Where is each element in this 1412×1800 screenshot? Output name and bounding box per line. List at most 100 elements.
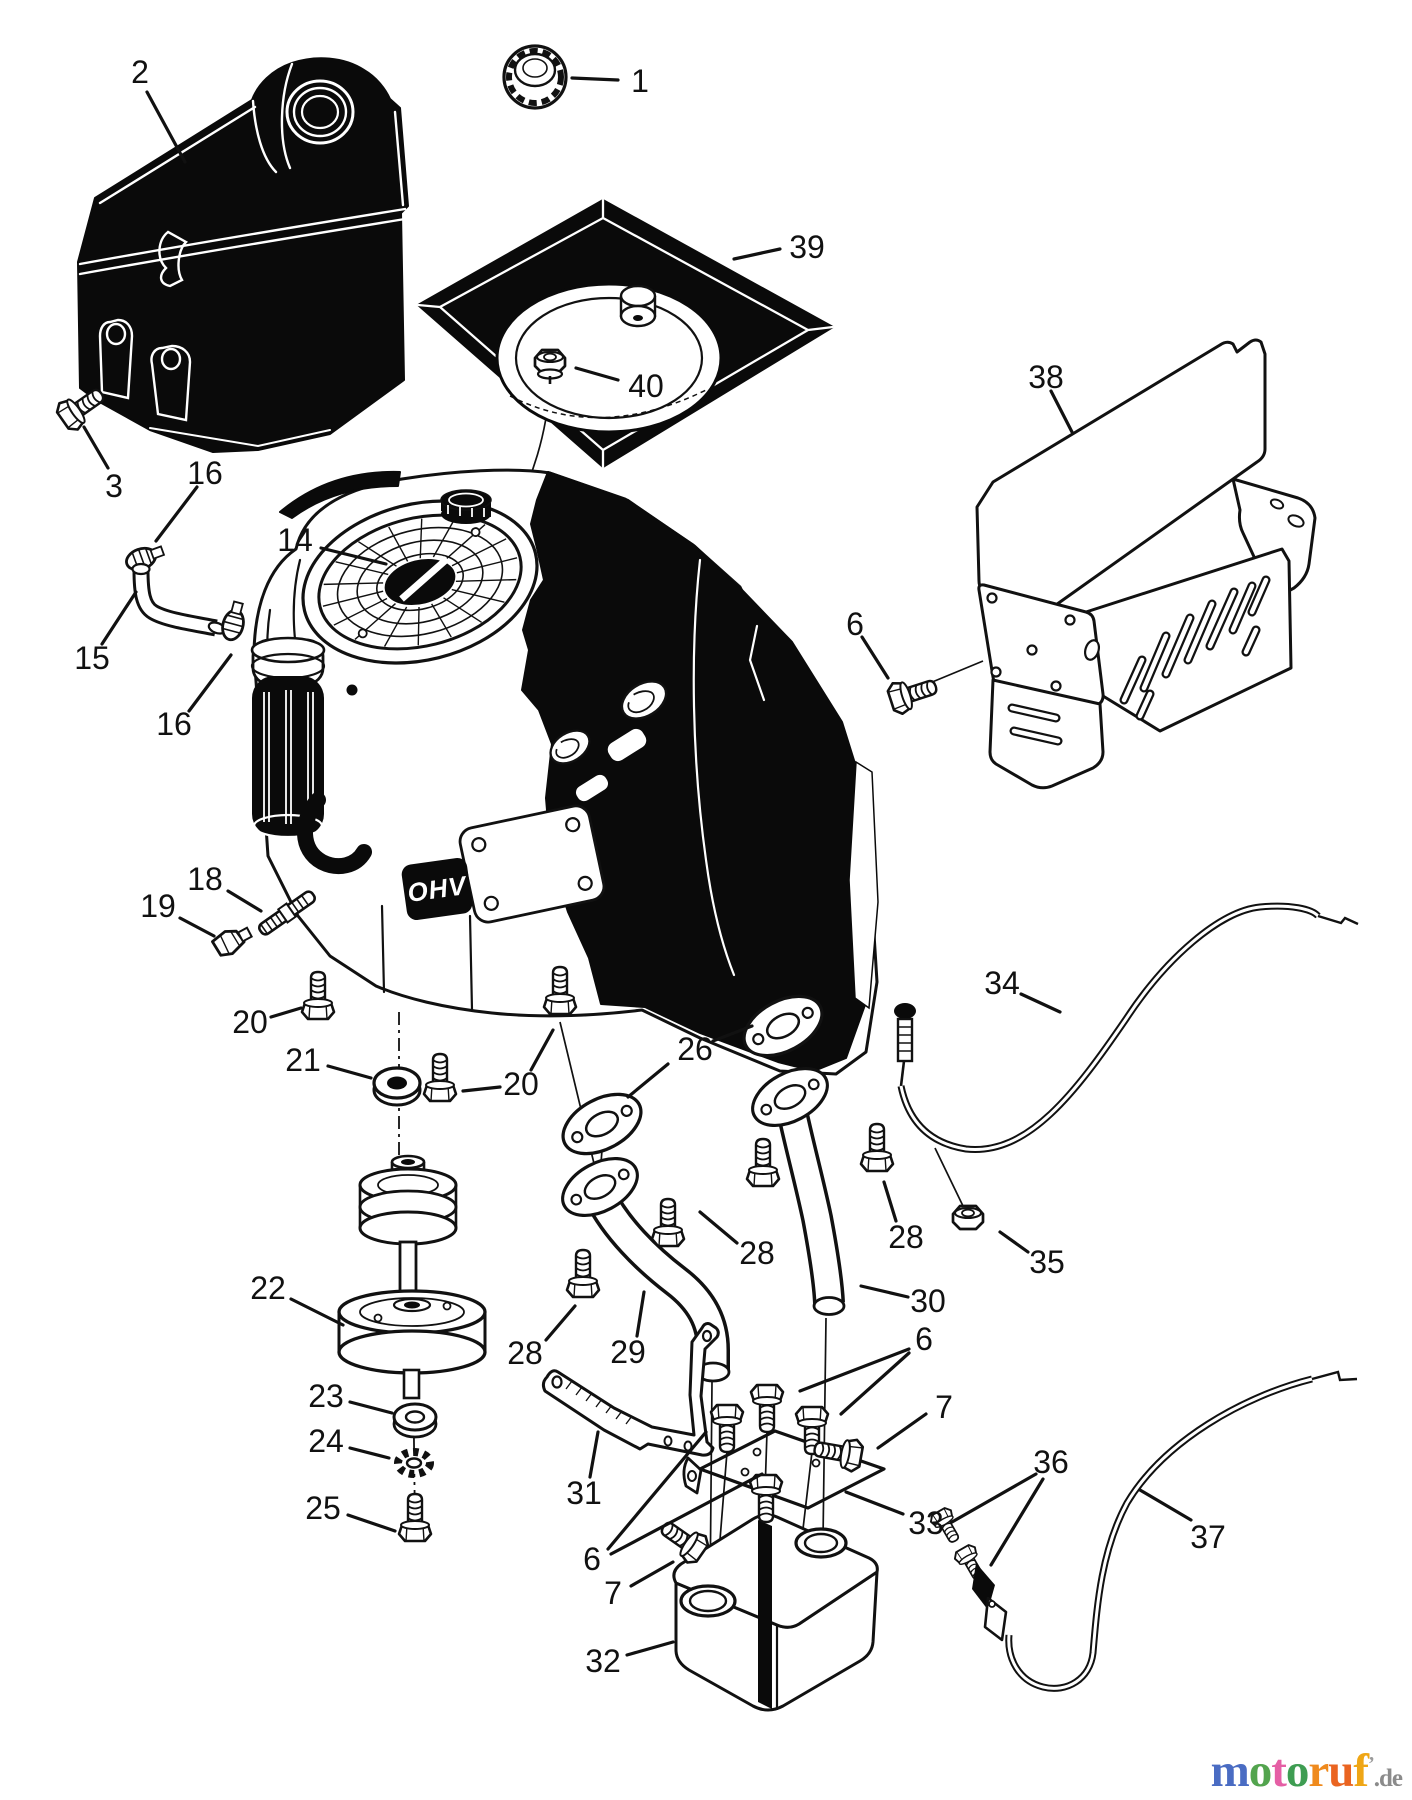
part-callout: 16: [156, 653, 233, 742]
callout-leader-line: [711, 1024, 754, 1043]
engine: OHV: [250, 468, 879, 1076]
engine-air-cleaner-cover: [521, 471, 879, 1072]
part-callout: 7: [604, 1560, 675, 1611]
part-number-label: 16: [187, 455, 223, 491]
callout-leader-line: [609, 1472, 764, 1556]
part-number-label: 19: [140, 888, 176, 924]
part-callout: 40: [574, 366, 664, 404]
part-number-label: 30: [910, 1283, 946, 1319]
part-callout: 26: [626, 1024, 754, 1099]
cylinder-bump: [620, 680, 668, 720]
part-number-label: 3: [105, 468, 123, 504]
callout-leader-line: [989, 1477, 1045, 1567]
callout-leader-line: [269, 1006, 303, 1019]
pulley-bolt: [397, 1492, 433, 1543]
part-callout: 37: [1138, 1488, 1226, 1555]
part-number-label: 15: [74, 640, 110, 676]
callout-leader-line: [348, 1400, 394, 1415]
breather-hose-group: [122, 540, 251, 644]
part-callout: 39: [732, 229, 825, 265]
callout-leader-line: [289, 1297, 345, 1327]
part-number-label: 14: [277, 522, 313, 558]
callout-leader-line: [570, 76, 620, 82]
callout-leader-line: [348, 1446, 391, 1460]
part-number-label: 29: [610, 1334, 646, 1370]
part-callout: 6: [846, 606, 890, 680]
pan-recess: [495, 282, 723, 434]
throttle-cable: [894, 902, 1359, 1153]
pulley-large: [337, 1289, 487, 1400]
muffler-strap: [758, 1520, 772, 1709]
crankshaft-pulleys: [337, 1154, 487, 1543]
part-number-label: 2: [131, 54, 149, 90]
part-number-label: 20: [232, 1004, 268, 1040]
part-number-label: 28: [888, 1219, 924, 1255]
part-number-label: 21: [285, 1042, 321, 1078]
exhaust-pipe-right: [741, 1055, 846, 1316]
part-callout: 33: [844, 1490, 944, 1541]
flat-washer: [392, 1402, 438, 1439]
callout-leader-line: [461, 1085, 502, 1093]
callout-leader-line: [544, 1304, 577, 1342]
engine-fan: [301, 499, 539, 665]
engine-mount-bolt: [300, 970, 336, 1021]
callout-leader-line: [606, 1430, 708, 1551]
engine-oil-cap: [440, 489, 492, 524]
exhaust-bolt: [565, 1248, 601, 1299]
part-number-label: 37: [1190, 1519, 1226, 1555]
part-number-label: 23: [308, 1378, 344, 1414]
tank-hook-detail: [158, 230, 188, 288]
part-number-label: 35: [1029, 1244, 1065, 1280]
part-number-label: 38: [1028, 359, 1064, 395]
callout-leader-line: [100, 590, 138, 646]
part-number-label: 28: [739, 1235, 775, 1271]
engine-mount-bolt: [422, 1052, 458, 1103]
callout-leader-line: [635, 1290, 646, 1338]
part-callout: 32: [585, 1640, 675, 1679]
part-number-label: 33: [908, 1505, 944, 1541]
heat-shield-bolt: [884, 669, 942, 718]
crankcase-elbow: [297, 792, 372, 875]
callout-leader-line: [1138, 1488, 1193, 1522]
callout-leader-line: [187, 653, 233, 713]
part-number-label: 31: [566, 1475, 602, 1511]
part-callout: 28: [698, 1210, 775, 1271]
shaft-stub: [402, 1368, 421, 1400]
clamp-bracket: [983, 1596, 1008, 1642]
part-number-label: 20: [503, 1066, 539, 1102]
callout-leader-line: [844, 1490, 905, 1516]
callout-leader-line: [588, 1430, 600, 1479]
pan-nut: [533, 348, 567, 384]
exhaust-bolt: [859, 1122, 895, 1173]
part-callout: 6: [798, 1321, 933, 1416]
choke-cable: [1005, 1370, 1358, 1692]
shroud-bolt-dot: [346, 684, 358, 696]
oil-fitting-stud: [258, 890, 316, 936]
callout-leader-line: [950, 1472, 1038, 1524]
callout-leader-line: [629, 1560, 675, 1588]
part-callout: 7: [876, 1389, 953, 1450]
fuel-filler-neck: [285, 79, 355, 145]
callout-leader-line: [859, 1284, 910, 1299]
pan-boss: [619, 284, 657, 328]
callout-leader-line: [839, 1351, 911, 1416]
callout-leader-line: [346, 1513, 397, 1533]
exhaust-bolt: [745, 1137, 781, 1188]
cylinder-bump: [549, 729, 591, 765]
logo-text: motoruf’.de: [1211, 1745, 1403, 1797]
callout-leader-line: [698, 1210, 739, 1245]
callout-leader-line: [178, 916, 216, 938]
exhaust-bolt: [650, 1197, 686, 1248]
callout-leader-line: [798, 1347, 911, 1393]
callout-leader-line: [882, 1180, 898, 1223]
part-callout: 31: [566, 1430, 602, 1511]
callout-leader-line: [154, 485, 199, 543]
part-number-label: 22: [250, 1270, 286, 1306]
callout-leader-line: [145, 90, 187, 164]
part-number-label: 1: [631, 63, 649, 99]
callout-leader-line: [625, 1640, 675, 1657]
part-number-label: 36: [1033, 1444, 1069, 1480]
callout-leader-line: [574, 366, 620, 382]
part-number-label: 28: [507, 1335, 543, 1371]
